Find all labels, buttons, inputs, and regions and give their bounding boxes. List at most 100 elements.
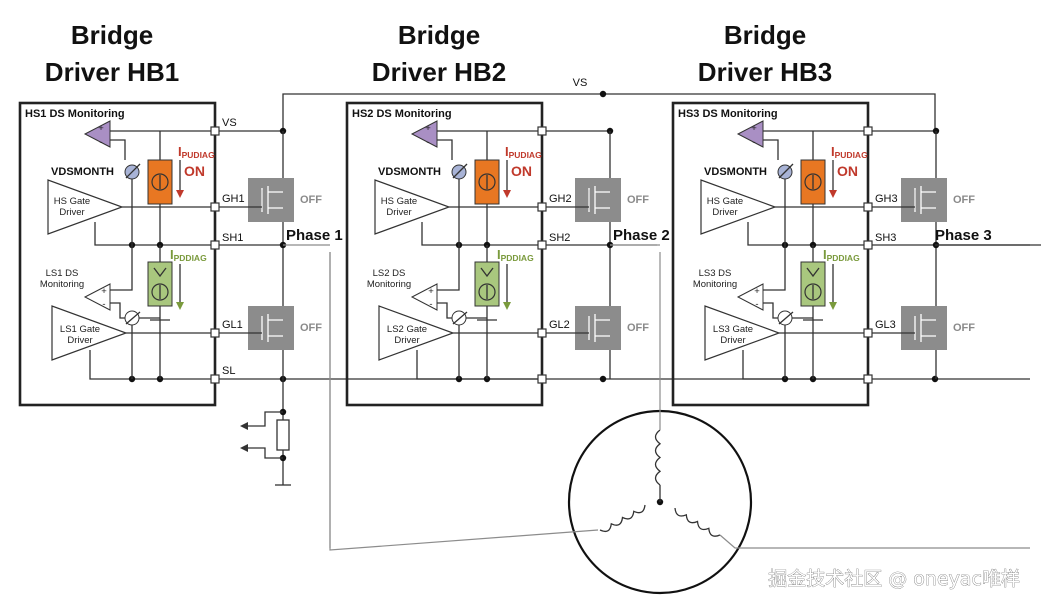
hs-mosfet [901, 178, 947, 222]
hs-comparator [83, 120, 111, 148]
pin-terminal [210, 202, 220, 212]
ipudiag-label: IPUDIAG [178, 144, 215, 160]
ls-mosfet [248, 306, 294, 350]
ipudiag-arrow [503, 190, 511, 198]
ipddiag-label: IPDDIAG [823, 247, 860, 263]
sh-pin-label: SH1 [222, 232, 243, 244]
ipudiag-arrow [176, 190, 184, 198]
ls-comp-ref [763, 302, 778, 319]
sense-wire-top [248, 411, 283, 427]
ls-gate-driver [378, 305, 455, 361]
monitor-title: HS3 DS Monitoring [678, 108, 778, 120]
ls-comparator [410, 283, 438, 311]
ls-comp-sense [763, 245, 786, 291]
comp-minus: - [752, 137, 755, 148]
ls-comparator [736, 283, 764, 311]
ipddiag-switch [480, 267, 494, 278]
phase-label: Phase 1 [286, 227, 343, 244]
phase-label: Phase 3 [935, 227, 992, 244]
watermark-text: 掘金技术社区 @ oneyac唯样 [768, 568, 1020, 590]
sh-pin-label: SH3 [875, 232, 896, 244]
gh-pin-label: GH1 [222, 193, 245, 205]
ipddiag-arrow [829, 302, 837, 310]
ipddiag-switch [153, 267, 167, 278]
sl-internal [89, 350, 215, 380]
sl-internal [416, 350, 542, 380]
comp-plus: + [751, 123, 757, 134]
comp-plus: + [98, 123, 104, 134]
vdsmonth-label: VDSMONTH [704, 166, 767, 178]
ipudiag-circle [804, 173, 822, 191]
vs-rail [282, 93, 936, 130]
comp-plus: + [425, 123, 431, 134]
pin-terminal [863, 126, 873, 136]
ls-off-label: OFF [627, 322, 649, 334]
hs-gate-driver [374, 179, 451, 235]
pin-terminal [537, 126, 547, 136]
ls-mosfet-symbol [588, 314, 610, 342]
on-label: ON [837, 163, 858, 179]
sh-internal [94, 222, 215, 246]
ipddiag-switch [806, 267, 820, 278]
ls-comp-ref [437, 302, 452, 319]
phase1-wire-gray [329, 252, 599, 551]
gh-pin-label: GH2 [549, 193, 572, 205]
vdsmonth-arrow [452, 163, 468, 179]
driver-title-line2: Driver HB1 [45, 57, 179, 87]
pin-terminal [863, 202, 873, 212]
monitor-title: HS2 DS Monitoring [352, 108, 452, 120]
ls-comp-minus: - [755, 299, 758, 310]
hs-comparator [736, 120, 764, 148]
ls-comp-plus: + [101, 286, 107, 297]
sl-pin-label: SL [222, 365, 235, 377]
ls-off-label: OFF [953, 322, 975, 334]
vdsmonth-label: VDSMONTH [51, 166, 114, 178]
sense-arrow-bottom [240, 444, 248, 452]
vs-pin-label: VS [222, 117, 237, 129]
pin-terminal [537, 202, 547, 212]
ls-comp-minus: - [429, 299, 432, 310]
driver-title-line1: Bridge [724, 20, 806, 50]
ipddiag-label: IPDDIAG [497, 247, 534, 263]
on-label: ON [511, 163, 532, 179]
ls-vds-arrow [452, 311, 468, 325]
pin-terminal [210, 328, 220, 338]
ls-gate-driver [51, 305, 128, 361]
junction-dot [931, 375, 939, 383]
hs-mosfet-symbol [588, 186, 610, 214]
sense-wire-bottom [248, 447, 283, 459]
pin-terminal [537, 374, 547, 384]
ls-comp-plus: + [754, 286, 760, 297]
vdsmonth-arrow [125, 163, 141, 179]
comp-in [437, 139, 453, 160]
ipddiag-circle [478, 283, 496, 301]
ipddiag-circle [804, 283, 822, 301]
ipudiag-circle [478, 173, 496, 191]
shunt-resistor-group [240, 379, 291, 486]
junction-dot [599, 90, 607, 98]
pin-terminal [210, 126, 220, 136]
pin-terminal [537, 328, 547, 338]
ipudiag-label: IPUDIAG [831, 144, 868, 160]
hs-mosfet [575, 178, 621, 222]
motor [329, 252, 1030, 595]
ls-comp-minus: - [102, 299, 105, 310]
junction-dot [599, 375, 607, 383]
ls-vds-arrow [778, 311, 794, 325]
power-rails: VS [215, 77, 1030, 383]
hs-mosfet-symbol [261, 186, 283, 214]
ls-mosfet-symbol [914, 314, 936, 342]
pin-terminal [863, 374, 873, 384]
hs-gate-driver [47, 179, 124, 235]
ls-mosfet [901, 306, 947, 350]
